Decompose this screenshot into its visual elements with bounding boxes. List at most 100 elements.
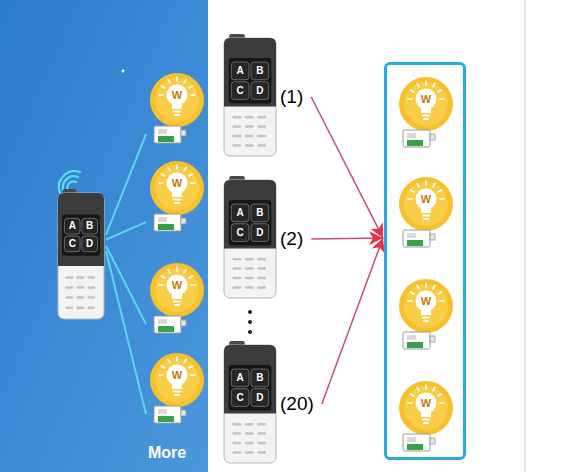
button-letter: B xyxy=(251,204,269,222)
vent-slot xyxy=(245,277,254,280)
vent-slot xyxy=(232,135,241,138)
vent-slot xyxy=(65,296,73,299)
remote-body xyxy=(224,345,276,463)
vent-slot xyxy=(257,277,266,280)
vent-slot xyxy=(232,144,241,147)
relay-terminal xyxy=(407,140,423,146)
remote-control: ABCD(2) xyxy=(224,180,309,298)
button-letter: B xyxy=(82,218,98,234)
vent-slot xyxy=(245,116,254,119)
button-letter: A xyxy=(231,204,249,222)
vent-slot xyxy=(257,258,266,261)
bulb-icon xyxy=(147,263,207,335)
relay-tab xyxy=(430,134,435,140)
remote-body xyxy=(224,180,276,298)
pairing-arrow xyxy=(311,238,383,239)
remote-button xyxy=(251,389,269,407)
relay-module xyxy=(154,406,181,423)
vent-slot xyxy=(257,267,266,270)
vent-slot xyxy=(232,116,241,119)
remote-number: (20) xyxy=(280,393,314,415)
vent-slot xyxy=(257,144,266,147)
bulb-with-relay: W xyxy=(396,177,456,249)
bulb-base xyxy=(173,111,181,113)
bulb-base xyxy=(174,202,180,204)
bulb-icon xyxy=(396,177,456,249)
vent-slot xyxy=(65,306,73,309)
vent-slot xyxy=(232,267,241,270)
remote-button xyxy=(231,62,249,80)
relay-chip xyxy=(158,319,167,324)
bulb-disc xyxy=(399,381,453,435)
vent-slot xyxy=(245,286,254,289)
bulb-base xyxy=(423,422,429,424)
bulb-base xyxy=(173,391,181,393)
remote-lower xyxy=(58,193,104,319)
remote-button xyxy=(251,62,269,80)
bulb-glow xyxy=(404,284,448,328)
bulb-base xyxy=(174,114,180,116)
bulb-letter: W xyxy=(165,367,189,383)
bulb-disc xyxy=(399,177,453,231)
remote-button xyxy=(251,224,269,242)
remote-upper xyxy=(58,193,104,266)
relay-terminal xyxy=(407,240,423,246)
vent-slot xyxy=(257,442,266,445)
vent-slot xyxy=(257,286,266,289)
bulb-disc xyxy=(150,263,204,317)
remote-button xyxy=(231,389,249,407)
bulb-icon xyxy=(396,381,456,453)
sparkle-dot xyxy=(122,70,125,73)
remote-upper xyxy=(224,38,276,106)
vent-slot xyxy=(87,296,95,299)
relay-module xyxy=(403,230,430,247)
vent-slot xyxy=(65,286,73,289)
button-letter: C xyxy=(231,224,249,242)
button-letter: A xyxy=(231,369,249,387)
relay-tab xyxy=(181,130,186,136)
vent-slot xyxy=(232,258,241,261)
relay-module xyxy=(403,130,430,147)
relay-chip xyxy=(407,437,416,442)
vent-slot xyxy=(245,144,254,147)
bulb-disc xyxy=(399,77,453,131)
button-letter: B xyxy=(251,369,269,387)
bulb-with-relay: W xyxy=(396,77,456,149)
blue-panel xyxy=(0,0,208,472)
more-label: More xyxy=(148,444,186,462)
remote-button xyxy=(64,218,80,234)
bulb-base xyxy=(423,118,429,120)
vent-slot xyxy=(232,451,241,454)
vent-slot xyxy=(245,432,254,435)
bulb-base xyxy=(423,320,429,322)
remote-button xyxy=(231,369,249,387)
vent-slot xyxy=(76,286,84,289)
bulb-glow xyxy=(155,166,199,210)
divider-line xyxy=(525,0,526,472)
bulb-neck xyxy=(421,107,431,113)
relay-chip xyxy=(158,129,167,134)
vent-slot xyxy=(232,125,241,128)
bulb-with-relay: W xyxy=(147,353,207,425)
remote-button xyxy=(251,204,269,222)
relay-terminal xyxy=(158,416,174,422)
remote-button xyxy=(231,224,249,242)
relay-module xyxy=(154,214,181,231)
vent-slot xyxy=(76,276,84,279)
vent-slot xyxy=(245,135,254,138)
bulb-neck xyxy=(172,191,182,197)
vent-slot xyxy=(257,135,266,138)
relay-chip xyxy=(407,133,416,138)
bulb-with-relay: W xyxy=(396,279,456,351)
remote-button xyxy=(251,82,269,100)
bulb-letter: W xyxy=(414,293,438,309)
ellipsis-dots xyxy=(248,310,252,334)
button-pad xyxy=(229,365,272,410)
remote-upper xyxy=(224,345,276,413)
remote-body xyxy=(58,193,104,319)
bulb-base xyxy=(173,301,181,303)
vent-slot xyxy=(76,296,84,299)
vent-slot xyxy=(245,451,254,454)
bulb-letter: W xyxy=(165,277,189,293)
